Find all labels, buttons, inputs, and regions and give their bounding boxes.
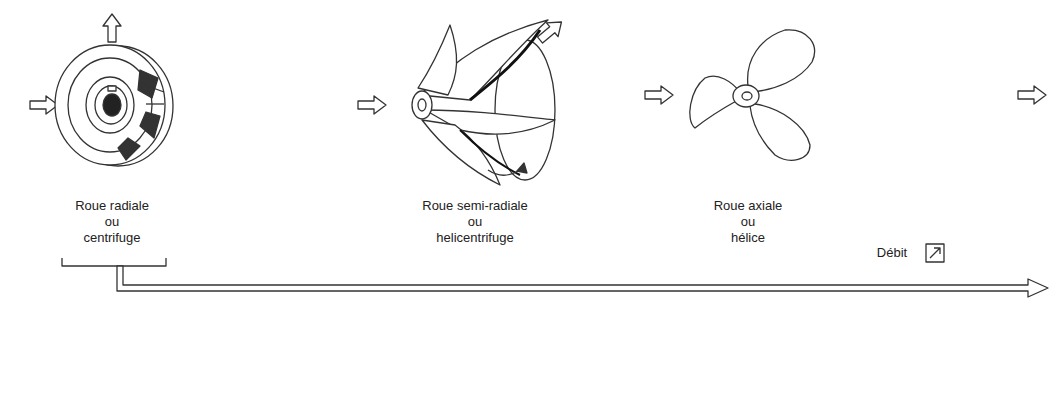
semi-radial-impeller (412, 20, 555, 185)
flow-arrow (358, 96, 386, 114)
caption-line: ou (468, 214, 482, 230)
caption-line: helicentrifuge (436, 230, 513, 246)
caption-line: Roue radiale (75, 198, 149, 214)
caption-line: centrifuge (83, 230, 140, 246)
flow-rate-arrow (117, 266, 1048, 297)
caption-line: ou (741, 214, 755, 230)
increase-icon-arrow (930, 248, 940, 258)
flow-arrow (1018, 86, 1046, 104)
flow-arrow (103, 14, 121, 42)
caption-line: ou (105, 214, 119, 230)
axial-propeller (690, 30, 815, 160)
flow-arrow (645, 86, 673, 104)
axis-label: Débit (877, 245, 907, 261)
caption-line: Roue semi-radiale (422, 198, 528, 214)
bracket (62, 258, 166, 266)
radial-impeller (55, 45, 173, 166)
caption-line: Roue axiale (714, 198, 783, 214)
caption-line: hélice (731, 230, 765, 246)
flow-arrow (30, 96, 58, 114)
increase-icon (926, 244, 944, 262)
